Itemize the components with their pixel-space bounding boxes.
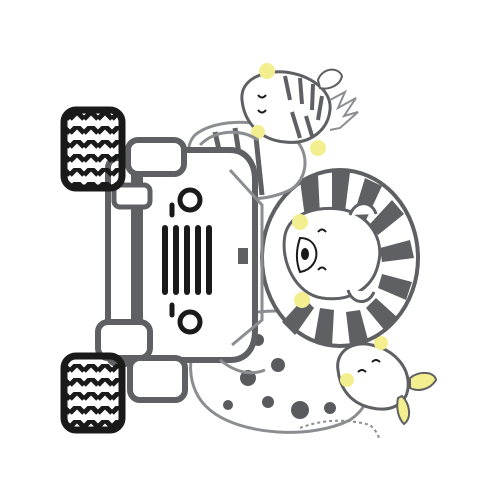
jeep-tire-top — [60, 106, 126, 192]
giraffe-cheek — [340, 373, 354, 387]
giraffe-horn-knob — [374, 336, 388, 350]
jeep-windshield-top — [198, 130, 259, 147]
lion-face — [282, 206, 382, 301]
lion-cheek-bottom — [294, 292, 310, 308]
zebra-mane — [329, 89, 359, 131]
zebra-eye-right — [257, 109, 267, 114]
zebra-cheek-bottom — [251, 125, 265, 139]
lion-ear-bottom — [346, 289, 376, 303]
jeep-hood-badge — [238, 248, 248, 264]
lion-cheek-top — [292, 214, 308, 230]
jeep-grille — [162, 225, 212, 295]
jeep-headlight-top — [177, 187, 203, 213]
zebra-cheek-top — [259, 63, 275, 79]
lion-eye-bottom — [317, 266, 327, 271]
jeep-fender-bottom — [127, 355, 188, 403]
giraffe-neck-frill — [299, 419, 380, 440]
zebra-ear — [316, 68, 344, 90]
jeep-windshield-bottom — [219, 358, 266, 375]
lion-mane-stripes — [282, 172, 414, 346]
lion — [260, 168, 420, 348]
jeep-tire-bottom — [60, 352, 126, 434]
jeep-bumper-guard-top — [125, 137, 187, 177]
giraffe-eye-right — [371, 359, 381, 363]
giraffe-ear — [409, 372, 438, 391]
jeep-headlight-bottom — [177, 309, 203, 335]
giraffe-ear-back — [396, 394, 410, 426]
lion-eye-top — [317, 228, 327, 233]
zebra-ear-knob — [310, 140, 326, 156]
jeep-bumper-bracket-top — [111, 182, 153, 210]
lion-ear-top — [348, 202, 378, 216]
lion-nose — [301, 248, 309, 260]
zebra-eye-left — [257, 94, 267, 99]
giraffe-eye-left — [357, 369, 367, 373]
jeep-side-panel — [228, 168, 264, 347]
jeep-bumper-guard-bottom — [95, 319, 153, 361]
zebra-head-stripes — [283, 75, 324, 139]
jeep — [60, 106, 266, 434]
